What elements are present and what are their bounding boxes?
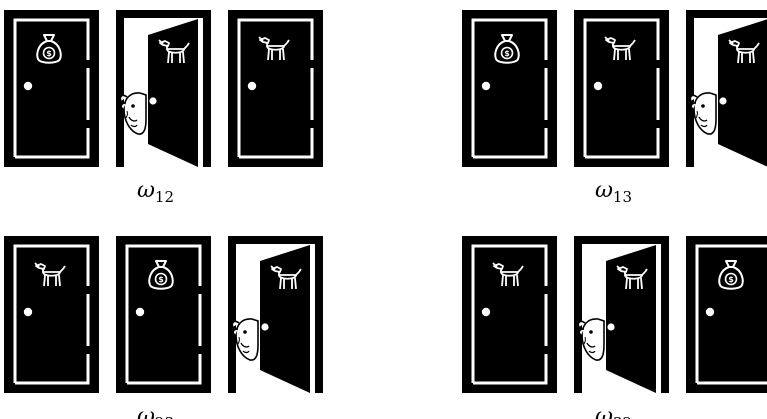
door-knob	[24, 308, 32, 316]
scenario-32: ω32	[462, 236, 767, 419]
open-door-icon	[574, 236, 669, 393]
scenario-label-subscript: 23	[155, 414, 174, 419]
door-knob	[149, 97, 156, 104]
scenario-label-symbol: ω	[137, 178, 155, 203]
door-knob	[482, 308, 490, 316]
closed-door-icon	[4, 10, 99, 167]
open-door-icon	[686, 10, 767, 167]
scenario-label: ω32	[595, 404, 632, 419]
peeking-goat-icon	[232, 319, 258, 360]
scenario-12: ω12	[4, 10, 323, 206]
door-knob	[706, 308, 714, 316]
closed-door-icon	[462, 10, 557, 167]
closed-door-icon	[462, 236, 557, 393]
scenario-label-subscript: 32	[613, 414, 632, 419]
door-knob	[594, 82, 602, 90]
door-knob	[482, 82, 490, 90]
closed-door-icon	[574, 10, 669, 167]
scenario-label-subscript: 13	[613, 188, 632, 206]
scenario-label-symbol: ω	[595, 178, 613, 203]
door-knob	[24, 82, 32, 90]
scenario-23: ω23	[4, 236, 323, 419]
closed-door-icon	[686, 236, 767, 393]
door-knob	[248, 82, 256, 90]
closed-door-icon	[228, 10, 323, 167]
scenario-label: ω23	[137, 404, 174, 419]
scenario-label-symbol: ω	[595, 404, 613, 419]
scenario-13: ω13	[462, 10, 767, 206]
scenario-label-symbol: ω	[137, 404, 155, 419]
door-knob	[261, 323, 268, 330]
scenario-label: ω13	[595, 178, 632, 206]
scenario-label: ω12	[137, 178, 174, 206]
peeking-goat-icon	[578, 319, 604, 360]
door-knob	[607, 323, 614, 330]
closed-door-icon	[4, 236, 99, 393]
peeking-goat-icon	[690, 93, 716, 134]
peeking-goat-icon	[120, 93, 146, 134]
closed-door-icon	[116, 236, 211, 393]
scenario-label-subscript: 12	[155, 188, 174, 206]
door-knob	[136, 308, 144, 316]
door-knob	[719, 97, 726, 104]
open-door-icon	[228, 236, 323, 393]
open-door-icon	[116, 10, 211, 167]
